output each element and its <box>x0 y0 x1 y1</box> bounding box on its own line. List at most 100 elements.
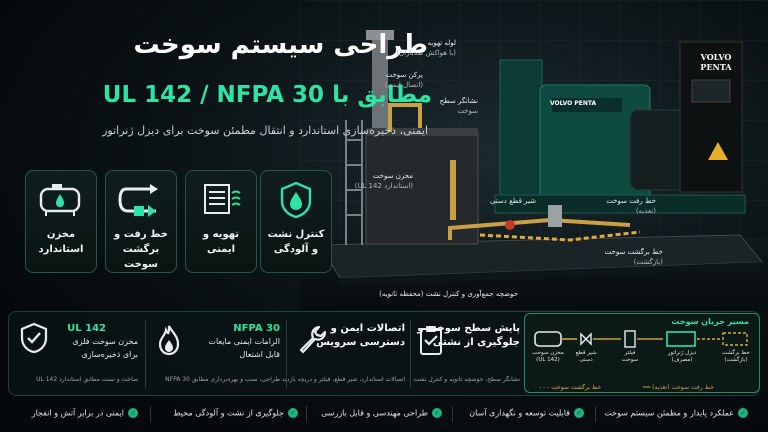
footer-text: طراحی مهندسی و قابل بازرسی <box>321 408 428 418</box>
divider <box>595 406 596 422</box>
callout-subtext: (بازگشت) <box>633 258 663 266</box>
callout-return-line: خط برگشت سوخت (بازگشت) <box>605 247 663 267</box>
valve-icon <box>580 332 592 346</box>
card-footnote: ساخت و تست مطابق استاندارد UL 142 <box>36 376 138 383</box>
legend-return: خط برگشت سوخت - - - <box>539 384 602 391</box>
divider <box>306 406 307 422</box>
callout-subtext: (اتصال ایمن) <box>384 81 423 89</box>
callout-shutoff-valve: شیر قطع دستی <box>490 196 536 206</box>
vent-icon <box>204 184 241 214</box>
return-icon <box>722 332 748 346</box>
callout-text: نشانگر سطح <box>439 97 478 105</box>
callout-subtext: (استاندارد UL 142) <box>354 182 413 190</box>
divider <box>145 320 146 388</box>
node-label: فیلتر <box>624 350 636 356</box>
brand-top: VOLVO <box>700 52 732 62</box>
node-sublabel: سوخت <box>621 357 639 363</box>
card-desc: مخزن سوخت فلزی <box>72 337 138 346</box>
footer-text: قابلیت توسعه و نگهداری آسان <box>469 408 570 418</box>
flame-icon <box>158 325 180 356</box>
card-footnote: اتصالات استاندارد، شیر قطع، فیلتر و دریچ… <box>281 376 405 383</box>
check-icon: ✓ <box>574 408 584 418</box>
divider <box>150 406 151 422</box>
callout-tank: مخزن سوخت (استاندارد UL 142) <box>355 171 413 191</box>
callout-text: خط برگشت سوخت <box>604 248 663 256</box>
flow-icons <box>534 330 748 348</box>
flow-node-generator: دیزل ژنراتور (مصرف) <box>662 350 702 364</box>
node-label: مخزن سوخت <box>532 350 564 356</box>
node-label: خط برگشت <box>722 350 750 356</box>
footer-item: ✓ عملکرد پایدار و مطمئن سیستم سوخت <box>604 408 748 418</box>
fuel-system-illustration <box>319 30 764 286</box>
legend-return-label: خط برگشت سوخت <box>551 384 602 391</box>
footer-text: جلوگیری از نشت و آلودگی محیط <box>173 408 284 418</box>
callout-text: خط رفت سوخت <box>606 197 656 205</box>
flow-title: مسیر جریان سوخت <box>671 317 749 326</box>
callout-text: لوله تهویه <box>427 39 456 47</box>
card-desc: الزامات ایمنی مایعات <box>208 337 280 346</box>
node-sublabel: (بازگشت) <box>724 357 748 363</box>
return-pipe <box>479 230 641 242</box>
feature-ventilation: تهویه و ایمنی <box>185 170 257 273</box>
footer-text: عملکرد پایدار و مطمئن سیستم سوخت <box>604 408 734 418</box>
feature-leak-control: کنترل نشت و آلودگی <box>260 170 332 273</box>
callout-text: پرکن سوخت <box>385 71 423 79</box>
pipe-loop-icon <box>118 184 158 217</box>
footer-text: ایمنی در برابر آتش و انفجار <box>31 408 124 418</box>
callout-fill: پرکن سوخت (اتصال ایمن) <box>385 70 423 90</box>
card-heading: NFPA 30 <box>233 323 280 334</box>
generator-icon <box>666 331 696 347</box>
shield-check-icon <box>20 322 48 354</box>
check-icon: ✓ <box>432 408 442 418</box>
callout-subtext: (تغذیه) <box>635 207 656 215</box>
callout-subtext: (با هواکش ضدباران) <box>396 49 456 57</box>
fuel-flow-diagram: مسیر جریان سوخت مخزن سوخت (UL 142) شیر ق… <box>524 313 760 393</box>
callout-text: مخزن سوخت <box>372 172 413 180</box>
brand-bottom: PENTA <box>700 62 732 72</box>
supply-pipe <box>448 217 631 240</box>
tank-icon <box>534 331 562 347</box>
node-label: شیر قطع <box>575 350 597 356</box>
callout-supply-line: خط رفت سوخت (تغذیه) <box>606 196 656 216</box>
legend-supply: خط رفت سوخت (تغذیه) ━━ <box>643 384 714 391</box>
legend-supply-label: خط رفت سوخت (تغذیه) <box>652 384 714 391</box>
generator-alternator <box>629 109 686 191</box>
card-nfpa30: NFPA 30 الزامات ایمنی مایعات قابل اشتعال… <box>150 322 280 392</box>
fill-pipe <box>388 103 422 132</box>
wrench-icon <box>299 325 327 354</box>
flow-node-valve: شیر قطع دستی <box>566 350 606 364</box>
feature-supply-return: خط رفت و برگشت سوخت <box>105 170 177 273</box>
callout-level-gauge: نشانگر سطح سوخت <box>440 96 478 116</box>
feature-standard-tank: مخزن استاندارد <box>25 170 97 273</box>
footer-item: ✓ قابلیت توسعه و نگهداری آسان <box>469 408 584 418</box>
check-icon: ✓ <box>288 408 298 418</box>
card-heading-2: دسترسی سرویس <box>316 337 405 348</box>
page-subtitle: ایمنی، ذخیره‌سازی استاندارد و انتقال مطم… <box>102 124 428 137</box>
check-icon: ✓ <box>128 408 138 418</box>
control-panel <box>679 41 743 193</box>
fuel-filter <box>548 205 562 227</box>
engine-badge: VOLVO PENTA <box>550 100 597 107</box>
card-fittings: اتصالات ایمن و دسترسی سرویس اتصالات استا… <box>282 322 405 392</box>
card-heading: UL 142 <box>67 323 106 334</box>
drop-shield-icon <box>280 181 312 219</box>
ladder <box>345 120 363 245</box>
callout-text: شیر قطع دستی <box>489 197 536 205</box>
card-desc: قابل اشتعال <box>239 350 280 359</box>
node-sublabel: (UL 142) <box>536 357 560 363</box>
card-ul142: UL 142 مخزن سوخت فلزی برای ذخیره‌سازی سا… <box>20 322 138 392</box>
check-icon: ✓ <box>738 408 748 418</box>
callout-subtext: سوخت <box>457 107 478 115</box>
card-desc: برای ذخیره‌سازی <box>81 350 138 359</box>
card-footnote: طراحی، نصب و بهره‌برداری مطابق NFPA 30 <box>165 376 280 383</box>
card-heading: اتصالات ایمن و <box>330 323 405 334</box>
feature-label: کنترل نشت و آلودگی <box>267 229 325 255</box>
tank-icon <box>39 184 81 216</box>
clipboard-check-icon <box>420 326 442 355</box>
feature-label: تهویه و ایمنی <box>202 229 240 255</box>
callout-containment: حوضچه جمع‌آوری و کنترل نشت (محفظه ثانویه… <box>379 289 518 299</box>
callout-text: حوضچه جمع‌آوری و کنترل نشت (محفظه ثانویه… <box>379 290 518 298</box>
flow-node-tank: مخزن سوخت (UL 142) <box>528 350 568 364</box>
level-gauge <box>450 160 456 220</box>
